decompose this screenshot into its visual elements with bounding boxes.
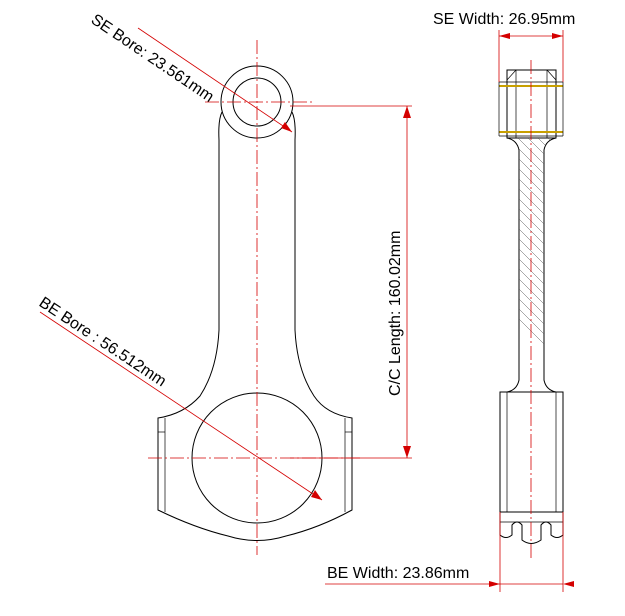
- shank-hatching: [507, 138, 556, 392]
- be-width-dimension: [325, 512, 574, 592]
- cc-length-dimension: [290, 105, 412, 459]
- rod-side-view: [498, 69, 564, 544]
- cc-length-label: C/C Length: 160.02mm: [387, 231, 404, 396]
- se-width-label: SE Width: 26.95mm: [433, 11, 575, 28]
- rod-front-view: [157, 65, 353, 541]
- be-bore-dimension: [39, 311, 323, 501]
- se-bore-dimension: [137, 27, 293, 133]
- front-centerlines: [148, 40, 362, 555]
- rod-body-outline: [157, 111, 353, 541]
- shank-outline: [506, 137, 557, 393]
- be-bore-label: BE Bore : 56.512mm: [36, 294, 169, 390]
- se-bore-label: SE Bore: 23.561mm: [88, 11, 217, 106]
- be-width-label: BE Width: 23.86mm: [327, 565, 469, 582]
- se-width-dimension: [498, 30, 564, 82]
